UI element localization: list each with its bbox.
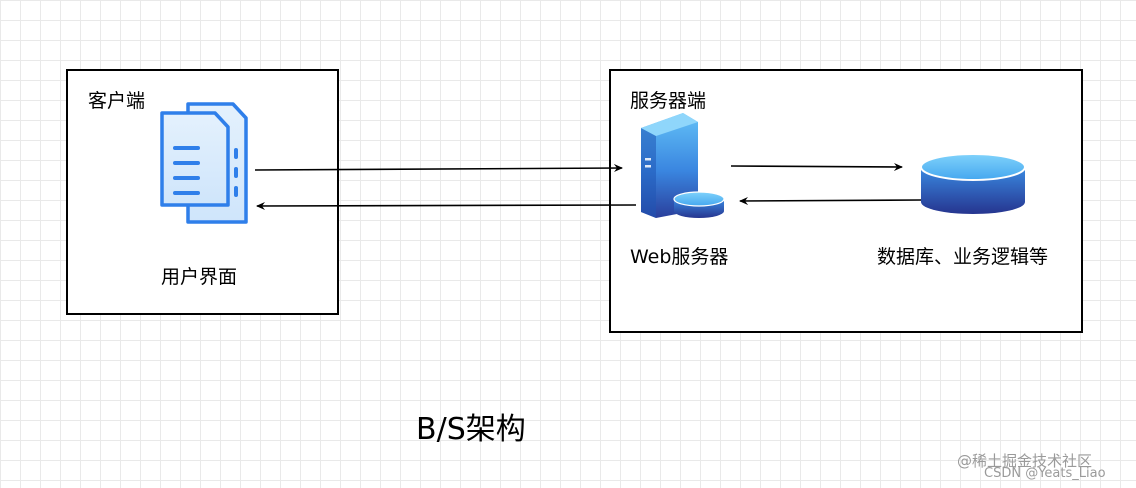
web-server-label: Web服务器 <box>630 246 729 268</box>
arrow-server-to-client <box>256 201 637 210</box>
web-server-icon <box>641 113 725 218</box>
client-ui-label: 用户界面 <box>161 266 238 288</box>
arrow-server-to-database <box>730 162 903 171</box>
document-icon <box>160 102 248 224</box>
watermark-line2: CSDN @Yeats_Liao <box>984 466 1106 481</box>
client-title: 客户端 <box>88 90 146 112</box>
diagram-caption: B/S架构 <box>416 412 526 447</box>
database-icon <box>920 153 1026 214</box>
watermark-line1: @稀土掘金技术社区 <box>957 452 1093 470</box>
arrow-client-to-server <box>254 164 623 173</box>
arrow-database-to-server <box>739 196 922 205</box>
database-label: 数据库、业务逻辑等 <box>877 246 1049 268</box>
server-title: 服务器端 <box>630 90 707 112</box>
